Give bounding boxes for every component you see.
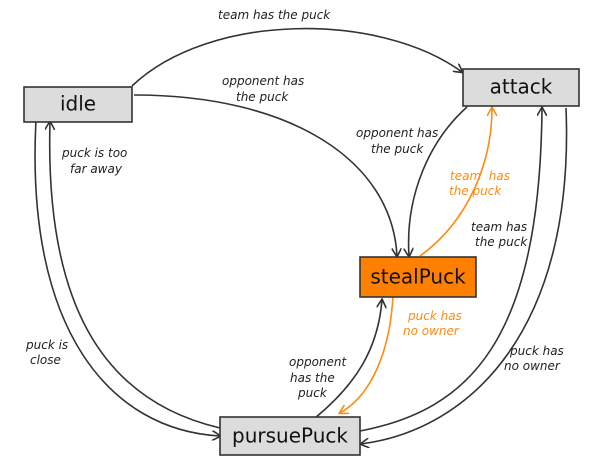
- edge-label-attack-to-stealpuck: opponent has the puck: [356, 126, 438, 156]
- edge-label-stealpuck-to-attack: team has the puck: [449, 169, 510, 198]
- svg-text:the puck: the puck: [371, 142, 424, 156]
- svg-text:the puck: the puck: [475, 235, 528, 249]
- edge-idle-to-pursuepuck: [34, 119, 220, 436]
- svg-text:close: close: [30, 353, 61, 367]
- svg-text:far away: far away: [70, 162, 123, 176]
- state-pursuepuck-label: pursuePuck: [232, 424, 348, 448]
- edge-label-stealpuck-to-pursuepuck: puck has no owner: [403, 309, 462, 338]
- svg-text:opponent: opponent: [289, 355, 348, 369]
- svg-text:puck is: puck is: [25, 338, 68, 352]
- edge-label-idle-to-stealpuck: opponent has the puck: [222, 74, 304, 104]
- svg-text:no owner: no owner: [403, 324, 460, 338]
- edge-label-pursuepuck-to-idle: puck is too far away: [61, 146, 127, 176]
- svg-text:puck has: puck has: [509, 344, 564, 358]
- svg-text:team has the puck: team has the puck: [218, 8, 331, 22]
- svg-text:no owner: no owner: [504, 359, 561, 373]
- svg-text:opponent has: opponent has: [222, 74, 304, 88]
- edge-label-idle-to-attack: team has the puck: [218, 8, 331, 22]
- state-attack: attack: [462, 68, 580, 107]
- state-idle-label: idle: [60, 92, 96, 116]
- svg-text:puck has: puck has: [407, 309, 462, 323]
- state-attack-label: attack: [490, 75, 553, 99]
- edge-label-pursuepuck-to-stealpuck: opponent has the puck: [289, 355, 348, 400]
- svg-text:puck is too: puck is too: [61, 146, 127, 160]
- svg-text:team has: team has: [471, 220, 527, 234]
- svg-text:puck: puck: [297, 386, 328, 400]
- edge-attack-to-pursuepuck: [361, 107, 568, 444]
- svg-text:the puck: the puck: [449, 184, 502, 198]
- edge-label-pursuepuck-to-attack: team has the puck: [471, 220, 528, 249]
- state-stealpuck: stealPuck: [359, 256, 477, 298]
- edge-stealpuck-to-attack: [419, 108, 492, 257]
- svg-text:opponent has: opponent has: [356, 126, 438, 140]
- svg-text:team has: team has: [450, 169, 510, 183]
- edge-pursuepuck-to-attack: [359, 108, 542, 432]
- edge-label-idle-to-pursuepuck: puck is close: [25, 338, 68, 367]
- edge-stealpuck-to-pursuepuck: [340, 295, 394, 413]
- state-pursuepuck: pursuePuck: [219, 416, 361, 456]
- edge-idle-to-attack: [131, 27, 462, 87]
- edge-attack-to-stealpuck: [409, 106, 468, 256]
- edge-pursuepuck-to-idle: [50, 122, 221, 429]
- edge-idle-to-stealpuck: [133, 94, 397, 256]
- state-idle: idle: [23, 86, 133, 123]
- state-stealpuck-label: stealPuck: [370, 265, 466, 289]
- svg-text:the puck: the puck: [236, 90, 289, 104]
- svg-text:has the: has the: [290, 371, 335, 385]
- edge-pursuepuck-to-stealpuck: [314, 300, 382, 419]
- edge-label-attack-to-pursuepuck: puck has no owner: [504, 344, 564, 373]
